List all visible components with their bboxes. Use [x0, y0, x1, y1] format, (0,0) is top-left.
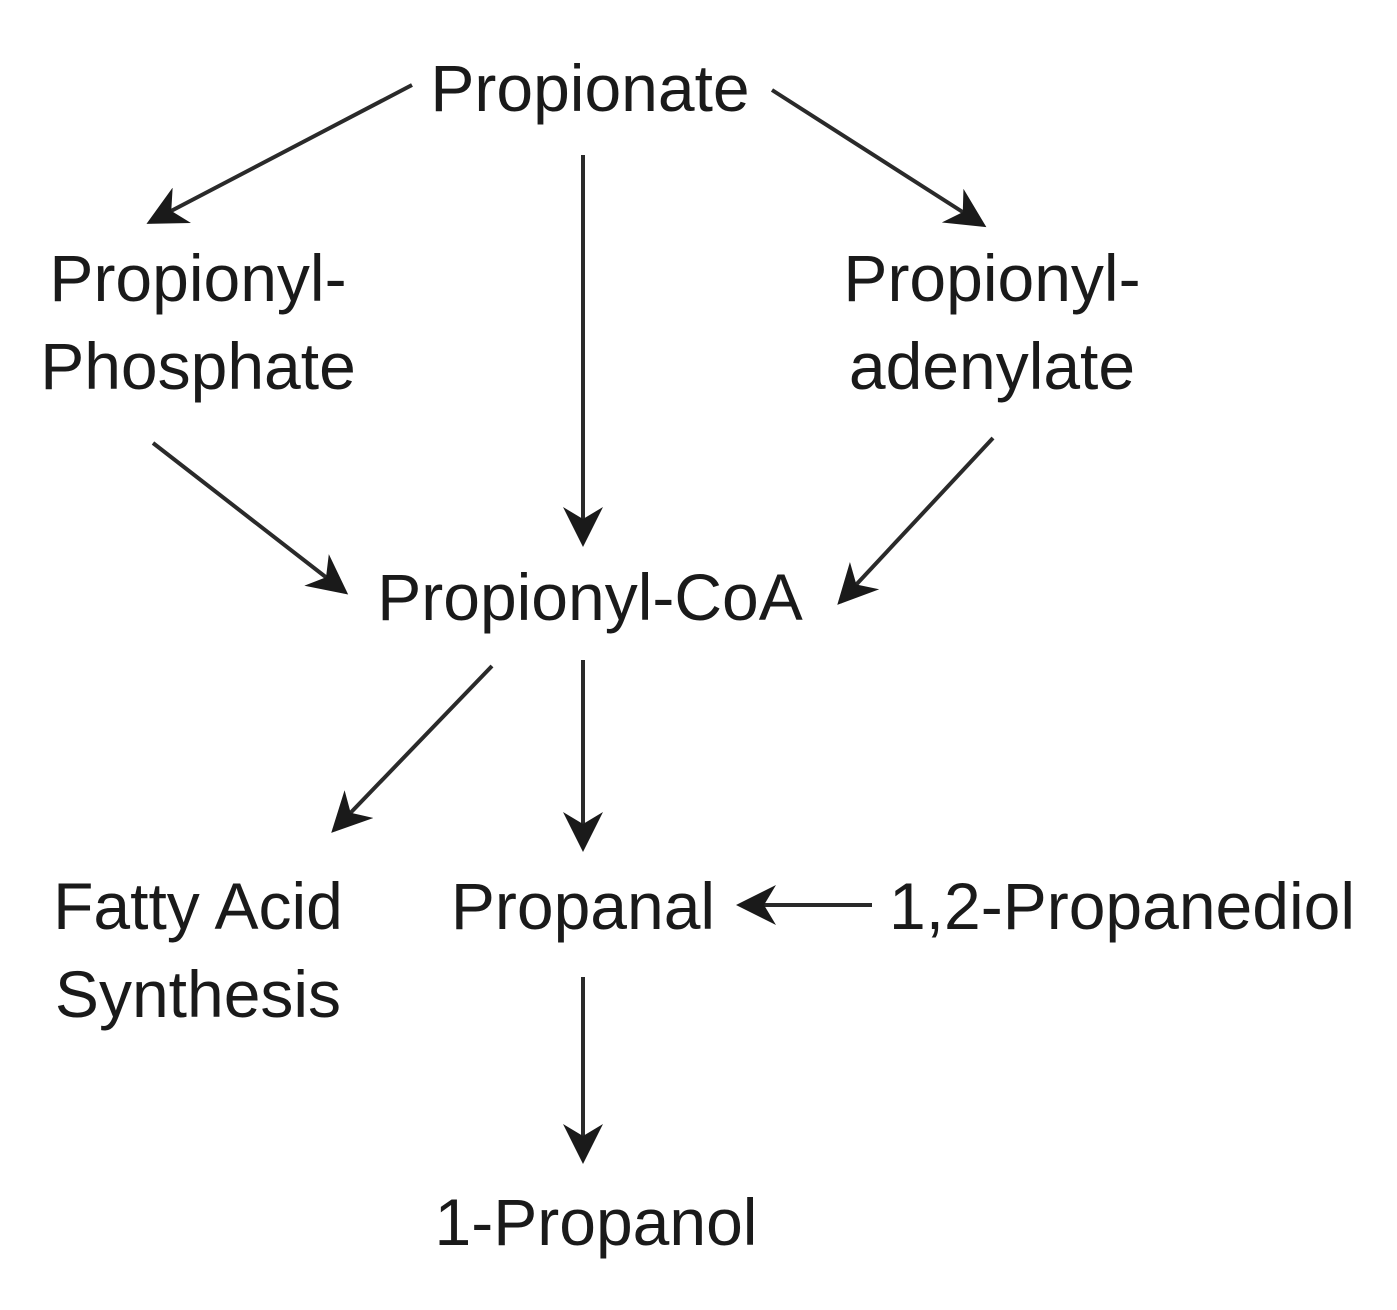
arrow-propionate-to-propionyl-adenylate — [770, 88, 987, 228]
arrow-propionate-to-propionyl-phosphate — [146, 83, 413, 224]
node-fatty-acid-synthesis-line-2: Synthesis — [54, 957, 342, 1031]
node-propanediol: 1,2-Propanediol — [889, 862, 1355, 950]
node-propionyl-phosphate-line-1: Propionyl- — [49, 241, 347, 315]
node-propionyl-adenylate-line-2: adenylate — [848, 329, 1136, 403]
node-propionate-line-1: Propionate — [430, 51, 750, 125]
node-propanal-line-1: Propanal — [450, 869, 716, 943]
arrow-propionyl-phosphate-to-propionyl-coa — [151, 441, 349, 595]
arrow-propionyl-coa-to-fatty-acid-synthesis — [331, 664, 494, 833]
node-propanal: Propanal — [451, 862, 715, 950]
node-propionyl-coa: Propionyl-CoA — [377, 553, 803, 641]
node-propionyl-phosphate: Propionyl- Phosphate — [40, 234, 356, 410]
node-propionate: Propionate — [430, 44, 749, 132]
node-propionyl-phosphate-line-2: Phosphate — [40, 329, 356, 403]
node-fatty-acid-synthesis: Fatty Acid Synthesis — [53, 862, 343, 1038]
node-propanediol-line-1: 1,2-Propanediol — [889, 869, 1355, 943]
arrow-propionyl-adenylate-to-propionyl-coa — [837, 436, 995, 605]
node-propionyl-adenylate-line-1: Propionyl- — [843, 241, 1141, 315]
node-propionyl-adenylate: Propionyl- adenylate — [843, 234, 1140, 410]
node-propanol: 1-Propanol — [435, 1178, 758, 1266]
node-propanol-line-1: 1-Propanol — [434, 1185, 758, 1259]
node-fatty-acid-synthesis-line-1: Fatty Acid — [53, 869, 343, 943]
node-propionyl-coa-line-1: Propionyl-CoA — [377, 560, 803, 634]
